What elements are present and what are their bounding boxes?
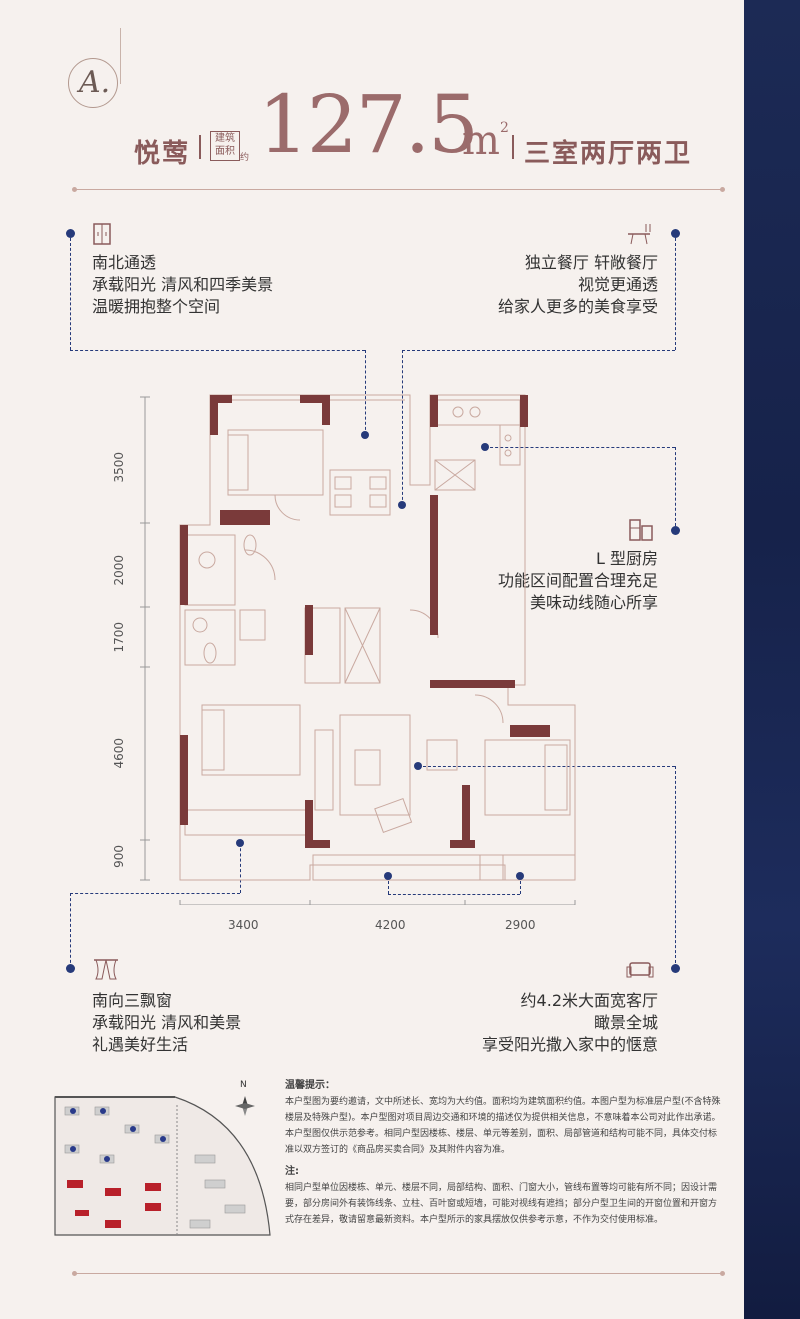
connector-line bbox=[418, 766, 675, 767]
plan-letter-mark: A. bbox=[68, 58, 118, 108]
feature-line: 美味动线随心所享 bbox=[529, 593, 658, 612]
connector-line bbox=[675, 447, 676, 531]
feature-marker bbox=[66, 964, 75, 973]
divider bbox=[512, 135, 514, 159]
dim-vertical: 2000 bbox=[112, 555, 126, 586]
notes-text: 本户型图为要约邀请，文中所述长、宽均为大约值。面积均为建筑面积约值。本图户型为标… bbox=[285, 1097, 721, 1155]
dim-horizontal: 2900 bbox=[505, 918, 536, 932]
rule-end bbox=[72, 1271, 77, 1276]
feature-north-south: 南北通透 承载阳光 清风和四季美景 温暖拥抱整个空间 bbox=[92, 252, 273, 318]
header-rule bbox=[76, 189, 722, 190]
connector-line bbox=[240, 843, 241, 893]
feature-line: 承载阳光 清风和四季美景 bbox=[92, 275, 274, 294]
compass-label: N bbox=[240, 1080, 247, 1090]
feature-dining: 独立餐厅 轩敞餐厅 视觉更通透 给家人更多的美食享受 bbox=[470, 252, 658, 318]
dim-vertical: 1700 bbox=[112, 622, 126, 653]
feature-line: L 型厨房 bbox=[595, 549, 658, 568]
curtain-icon bbox=[94, 959, 118, 980]
feature-line: 南北通透 bbox=[92, 253, 157, 272]
connector-line bbox=[388, 894, 520, 895]
footer-rule bbox=[76, 1273, 722, 1274]
dim-horizontal: 3400 bbox=[228, 918, 259, 932]
rule-end bbox=[720, 1271, 725, 1276]
connector-line bbox=[675, 766, 676, 968]
side-banner bbox=[744, 0, 800, 1319]
feature-line: 承载阳光 清风和美景 bbox=[92, 1013, 242, 1032]
rule-end bbox=[72, 187, 77, 192]
feature-kitchen: L 型厨房 功能区间配置合理充足 美味动线随心所享 bbox=[450, 548, 658, 614]
notes-text: 相同户型单位因楼栋、单元、楼层不同，局部结构、面积、门窗大小，管线布置等均可能有… bbox=[285, 1183, 718, 1225]
dim-vertical: 4600 bbox=[112, 738, 126, 769]
feature-line: 约4.2米大面宽客厅 bbox=[520, 991, 658, 1010]
badge-line1: 建筑 bbox=[215, 133, 235, 144]
notes-title: 注: bbox=[285, 1166, 299, 1177]
connector-line bbox=[520, 876, 521, 894]
compass-icon bbox=[235, 1096, 255, 1116]
feature-living-room: 约4.2米大面宽客厅 瞰景全城 享受阳光撒入家中的惬意 bbox=[430, 990, 658, 1056]
feature-line: 南向三飘窗 bbox=[92, 991, 173, 1010]
connector-line bbox=[70, 893, 71, 968]
notes: 温馨提示： 本户型图为要约邀请，文中所述长、宽均为大约值。面积均为建筑面积约值。… bbox=[285, 1078, 721, 1228]
rule-end bbox=[720, 187, 725, 192]
area-badge: 建筑 面积 bbox=[210, 131, 240, 161]
plan-name: 悦莺 bbox=[134, 139, 191, 169]
area-value: 127.5 bbox=[258, 78, 479, 171]
feature-line: 独立餐厅 轩敞餐厅 bbox=[524, 253, 658, 272]
feature-line: 视觉更通透 bbox=[577, 275, 658, 294]
dining-icon bbox=[628, 224, 651, 245]
dim-horizontal: 4200 bbox=[375, 918, 406, 932]
unit-base: m bbox=[462, 118, 500, 164]
dim-vertical: 3500 bbox=[112, 452, 126, 483]
connector-line bbox=[402, 350, 403, 505]
floor-plan bbox=[140, 394, 576, 905]
notes-title: 温馨提示： bbox=[285, 1080, 335, 1091]
feature-line: 瞰景全城 bbox=[593, 1013, 658, 1032]
kitchen-icon bbox=[629, 519, 653, 541]
feature-marker bbox=[671, 229, 680, 238]
feature-line: 温暖拥抱整个空间 bbox=[92, 297, 221, 316]
feature-line: 给家人更多的美食享受 bbox=[497, 297, 658, 316]
divider bbox=[199, 135, 201, 159]
connector-line bbox=[388, 876, 389, 894]
badge-line2: 面积 bbox=[215, 146, 235, 157]
connector-line bbox=[365, 350, 366, 435]
area-approx-note: 约 bbox=[240, 153, 250, 163]
feature-line: 功能区间配置合理充足 bbox=[497, 571, 658, 590]
plan-letter: A. bbox=[79, 65, 111, 100]
connector-line bbox=[675, 238, 676, 350]
feature-line: 礼遇美好生活 bbox=[92, 1035, 189, 1054]
feature-marker bbox=[66, 229, 75, 238]
feature-marker bbox=[671, 964, 680, 973]
window-icon bbox=[93, 223, 111, 245]
decor-line bbox=[120, 28, 121, 84]
sofa-icon bbox=[626, 962, 654, 978]
feature-line: 享受阳光撒入家中的惬意 bbox=[481, 1035, 658, 1054]
connector-line bbox=[402, 350, 675, 351]
connector-line bbox=[70, 893, 240, 894]
feature-bay-window: 南向三飘窗 承载阳光 清风和美景 礼遇美好生活 bbox=[92, 990, 241, 1056]
dim-vertical: 900 bbox=[112, 845, 126, 868]
layout-type: 三室两厅两卫 bbox=[524, 139, 693, 169]
site-map bbox=[54, 1096, 271, 1236]
connector-line bbox=[70, 238, 71, 350]
area-unit: m2 bbox=[462, 118, 509, 164]
connector-line bbox=[485, 447, 675, 448]
connector-line bbox=[70, 350, 365, 351]
unit-sup: 2 bbox=[499, 120, 509, 136]
